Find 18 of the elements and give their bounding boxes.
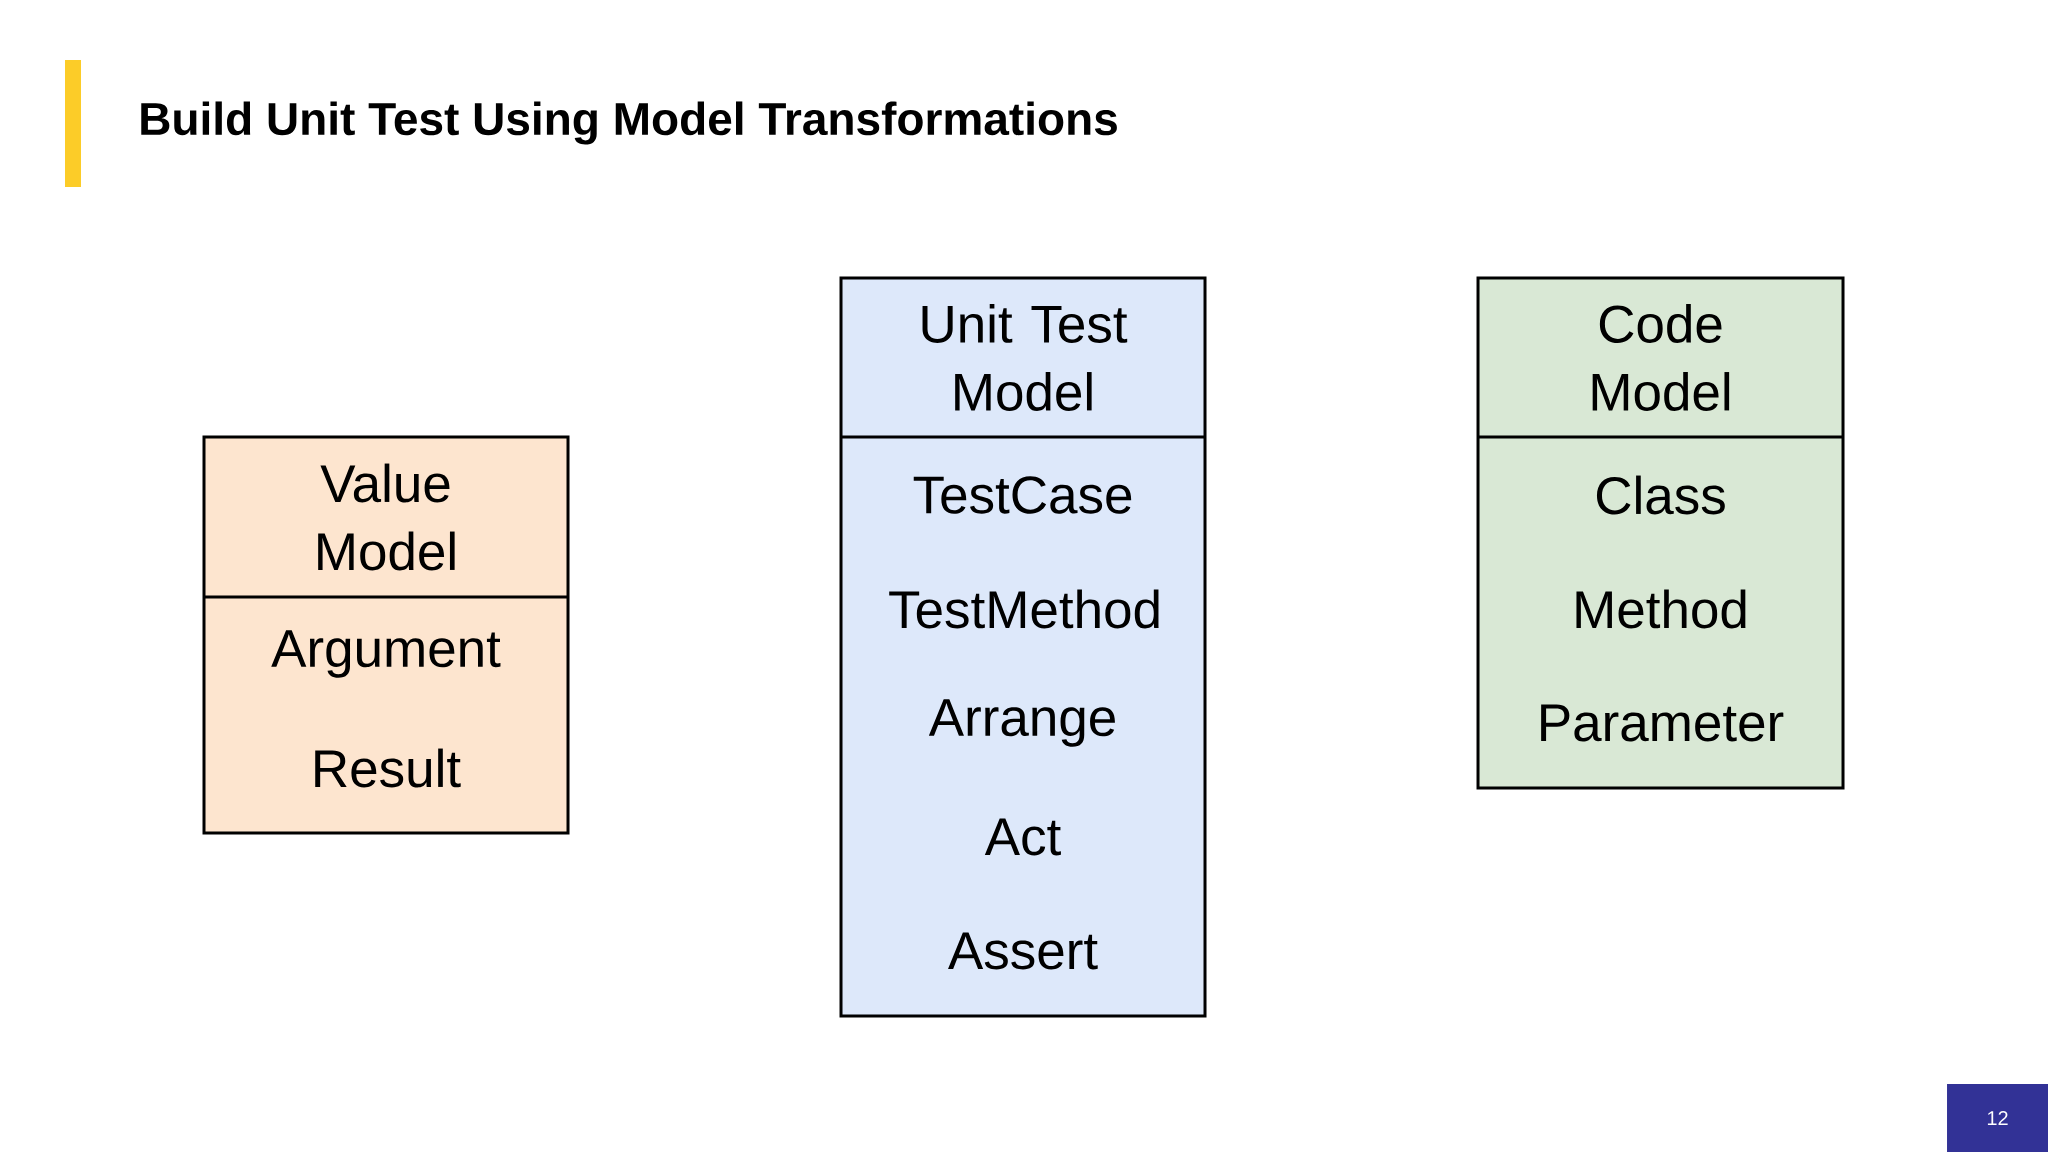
box-item: Arrange	[928, 699, 1115, 747]
box-item: Parameter	[1541, 704, 1784, 742]
box-heading: Value Model	[318, 463, 455, 571]
box-item: Result	[315, 748, 461, 788]
class-box	[202, 435, 570, 835]
box-item: TestCase	[913, 476, 1132, 514]
box-item: Class	[1596, 475, 1725, 515]
class-box	[1476, 276, 1845, 790]
box-heading: Code Model	[1592, 304, 1730, 411]
box-item: Act	[984, 818, 1061, 856]
slide-title: Build Unit Test Using Model Transformations	[141, 101, 1117, 145]
box-item: Method	[1576, 589, 1746, 629]
box-heading: Unit Test Model	[922, 304, 1128, 411]
box-item: TestMethod	[889, 589, 1159, 629]
box-item: Assert	[948, 932, 1098, 970]
box-item: Argument	[271, 630, 501, 678]
class-box	[839, 276, 1207, 1018]
page-number: 12	[1947, 1084, 2048, 1152]
